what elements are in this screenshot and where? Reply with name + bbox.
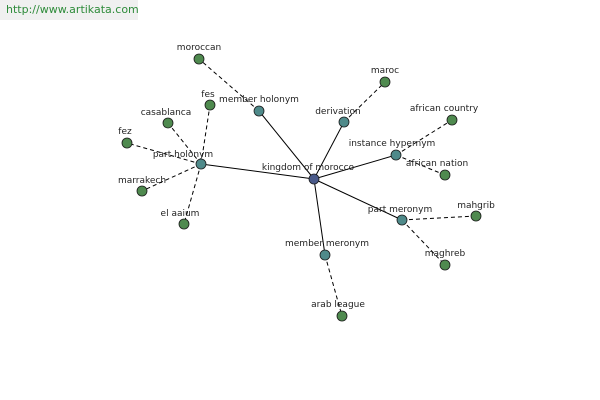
leaf-node-marrakech[interactable] (136, 185, 148, 197)
leaf-label-african-nation: african nation (406, 159, 468, 169)
leaf-node-casablanca[interactable] (162, 117, 174, 129)
leaf-label-mahgrib: mahgrib (457, 201, 495, 211)
relation-label-member-holonym: member holonym (219, 95, 299, 105)
edge-instance-hypernym-african-country (395, 119, 453, 156)
leaf-label-fez: fez (118, 127, 132, 137)
leaf-label-african-country: african country (410, 104, 479, 114)
leaf-node-fes[interactable] (204, 99, 216, 111)
relation-node-derivation[interactable] (338, 116, 350, 128)
relation-label-part-holonym: part holonym (153, 150, 213, 160)
center-label-center: kingdom of morocco (262, 163, 355, 173)
edge-center-part-meronym (313, 178, 403, 221)
edge-center-instance-hypernym (313, 154, 397, 180)
graph-labels: member holonym derivation part holonym inst… (118, 43, 495, 310)
edge-part-meronym-maghreb (401, 219, 446, 266)
leaf-node-african-country[interactable] (446, 114, 458, 126)
leaf-label-maroc: maroc (371, 66, 399, 76)
relation-label-member-meronym: member meronym (285, 239, 369, 249)
leaf-label-fes: fes (201, 90, 215, 100)
edge-member-meronym-arab-league (324, 254, 343, 317)
leaf-node-fez[interactable] (121, 137, 133, 149)
relation-label-derivation: derivation (315, 107, 361, 117)
edge-center-member-meronym (313, 178, 326, 256)
leaf-node-maroc[interactable] (379, 76, 391, 88)
edge-part-holonym-marrakech (141, 163, 202, 192)
edge-part-holonym-casablanca (167, 122, 202, 165)
watermark-url: http://www.artikata.com (0, 0, 139, 20)
edge-part-meronym-mahgrib (401, 215, 477, 221)
leaf-node-african-nation[interactable] (439, 169, 451, 181)
graph-nodes (121, 53, 482, 322)
edge-center-member-holonym (258, 110, 315, 180)
leaf-node-arab-league[interactable] (336, 310, 348, 322)
edge-derivation-maroc (343, 81, 386, 123)
edge-center-part-holonym (200, 163, 315, 180)
relation-node-member-meronym[interactable] (319, 249, 331, 261)
leaf-label-moroccan: moroccan (177, 43, 221, 53)
relation-node-part-holonym[interactable] (195, 158, 207, 170)
edge-part-holonym-fez (126, 142, 202, 165)
relation-node-instance-hypernym[interactable] (390, 149, 402, 161)
leaf-node-mahgrib[interactable] (470, 210, 482, 222)
relation-label-instance-hypernym: instance hypernym (349, 139, 436, 149)
leaf-label-el-aaium: el aaium (161, 209, 200, 219)
leaf-node-el-aaium[interactable] (178, 218, 190, 230)
leaf-label-arab-league: arab league (311, 300, 365, 310)
leaf-node-moroccan[interactable] (193, 53, 205, 65)
leaf-node-maghreb[interactable] (439, 259, 451, 271)
edge-center-derivation (313, 121, 345, 180)
leaf-label-maghreb: maghreb (425, 249, 466, 259)
edge-instance-hypernym-african-nation (395, 154, 446, 176)
graph-edges (126, 58, 477, 317)
edge-part-holonym-el-aaium (183, 163, 202, 225)
center-node-center[interactable] (308, 173, 320, 185)
relation-node-part-meronym[interactable] (396, 214, 408, 226)
relation-node-member-holonym[interactable] (253, 105, 265, 117)
leaf-label-casablanca: casablanca (141, 108, 192, 118)
edge-part-holonym-fes (200, 104, 211, 165)
edge-member-holonym-moroccan (198, 58, 260, 112)
relation-label-part-meronym: part meronym (368, 205, 432, 215)
leaf-label-marrakech: marrakech (118, 176, 166, 186)
